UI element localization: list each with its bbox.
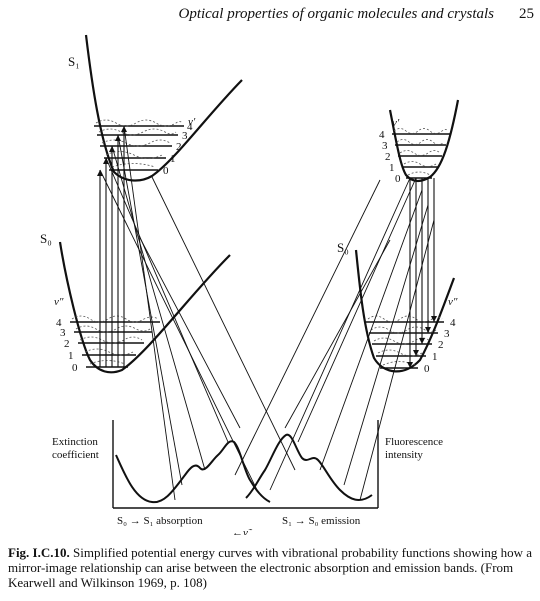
emission-band [245,433,373,502]
right-projection-lines [234,177,435,501]
left-projection-lines [99,125,296,501]
right-s0-wavefunctions [367,315,443,366]
right-s1-wavefunctions [393,128,449,176]
label-nu-prime-right: ν′ [392,117,400,129]
level-number: 1 [170,153,176,165]
level-number: 4 [56,317,62,329]
label-nu-double-prime-left: ν″ [54,296,64,308]
left-absorption-transitions [99,126,125,367]
level-number: 2 [176,141,182,153]
right-emission-transitions [409,178,435,368]
level-number: 0 [163,165,169,177]
figure-drawing: S₁ S₀ ν′ ν″ 0 1 2 3 4 0 1 2 3 4 ν′ S₀ ν″… [40,34,460,539]
label-s1-left: S₁ [68,54,80,69]
left-s0-vibrational-levels [70,321,160,368]
level-number: 0 [72,362,78,374]
figure-caption: Fig. I.C.10. Simplified potential energy… [8,545,534,590]
label-fluorescence: Fluorescence [385,436,443,448]
level-number: 3 [444,328,450,340]
level-number: 0 [424,363,430,375]
right-s0-level-numbers: 0 1 2 3 4 [424,317,456,375]
level-number: 3 [382,140,388,152]
level-number: 1 [68,350,74,362]
level-number: 2 [438,339,444,351]
level-number: 4 [450,317,456,329]
level-number: 3 [182,130,188,142]
figure: S₁ S₀ ν′ ν″ 0 1 2 3 4 0 1 2 3 4 ν′ S₀ ν″… [0,30,540,539]
level-number: 0 [395,173,401,185]
right-s0-potential-curve [354,249,456,373]
level-number: 2 [385,151,391,163]
label-extinction: Extinction [52,436,98,448]
level-number: 4 [187,121,193,133]
label-coefficient: coefficient [52,449,99,461]
left-s0-potential-curve [58,241,231,374]
level-number: 3 [60,327,66,339]
left-s0-wavefunctions [71,315,159,365]
left-s1-level-numbers: 0 1 2 3 4 [163,121,193,177]
running-head: Optical properties of organic molecules … [0,6,534,28]
label-intensity: intensity [385,449,423,461]
right-s1-vibrational-levels [392,133,450,179]
label-nu-double-prime-right: ν″ [448,296,458,308]
label-s0-right: S₀ [337,240,349,255]
label-wavenumber-axis: ←ν̃ [232,527,253,535]
label-absorption-axis: S₀ → S₁ absorption [117,515,203,527]
running-title: Optical properties of organic molecules … [178,6,494,22]
level-number: 1 [432,351,438,363]
absorption-band [115,440,271,504]
right-emission-arrowheads [407,316,437,368]
level-number: 1 [389,162,395,174]
label-s0-left: S₀ [40,231,52,246]
right-s1-level-numbers: 0 1 2 3 4 [379,129,401,185]
level-number: 4 [379,129,385,141]
label-emission-axis: S₁ → S₀ emission [282,515,361,527]
label-nu-prime-left: ν′ [188,116,196,128]
right-s0-vibrational-levels [366,321,444,369]
right-s1-potential-curve [388,99,460,182]
caption-label: Fig. I.C.10. [8,545,70,560]
spectrum-frame [112,420,379,509]
page-number: 25 [519,6,534,22]
caption-text: Simplified potential energy curves with … [8,545,533,590]
level-number: 2 [64,338,70,350]
left-s0-level-numbers: 0 1 2 3 4 [56,317,78,374]
left-s1-potential-curve [84,34,243,182]
